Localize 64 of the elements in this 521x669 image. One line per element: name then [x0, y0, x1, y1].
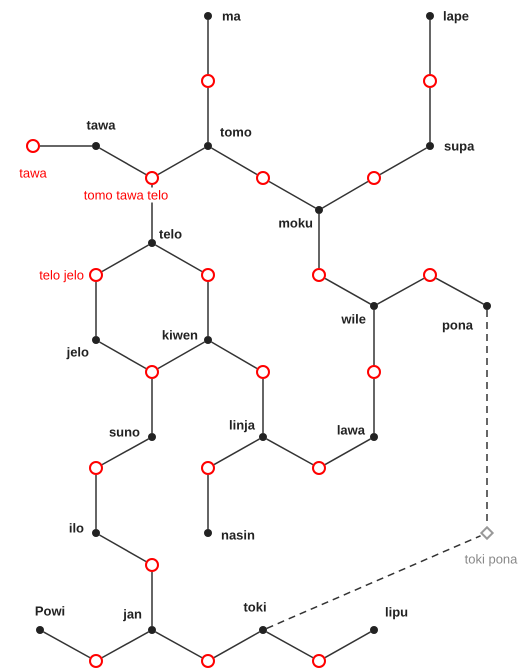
connector-line	[207, 282, 209, 336]
connector-line	[373, 310, 375, 365]
connector-line	[207, 475, 209, 529]
connector-line	[266, 438, 314, 466]
node-label: tawa	[86, 118, 116, 132]
connector-line	[262, 379, 264, 433]
node-label: toki pona	[464, 552, 518, 566]
connector-line	[102, 438, 149, 466]
node-label: tomo tawa telo	[84, 188, 168, 202]
node-label: jelo	[66, 344, 89, 360]
node-label: toki	[243, 600, 267, 614]
connector-line	[324, 438, 371, 466]
connector-line	[436, 278, 484, 305]
node-label: lape	[443, 8, 470, 24]
node-label: ma	[222, 8, 241, 24]
node-label: ilo	[68, 520, 84, 536]
connector-line	[102, 244, 149, 272]
node-label: suno	[108, 424, 140, 440]
connector-line	[99, 534, 146, 562]
connector-line	[40, 145, 92, 147]
connector-line	[155, 631, 202, 658]
connector-line	[373, 379, 375, 433]
connector-line	[429, 20, 431, 74]
connector-line	[151, 379, 153, 433]
connector-line	[324, 278, 371, 305]
node-label: jan	[123, 606, 142, 622]
node-label: nasin	[221, 528, 255, 542]
node-label: supa	[444, 138, 474, 154]
connector-line	[99, 147, 146, 176]
node-label: moku	[278, 216, 313, 230]
connector-line	[429, 88, 431, 142]
node-label: linja	[228, 418, 255, 432]
connector-line	[207, 88, 209, 142]
connector-line	[211, 341, 258, 370]
connector-line	[214, 631, 260, 658]
connector-line	[158, 147, 205, 176]
node-label: lawa	[336, 422, 365, 438]
node-label: pona	[442, 318, 473, 332]
node-label: lipu	[385, 604, 408, 620]
connector-line	[268, 180, 316, 209]
connector-line	[318, 214, 320, 268]
connector-line	[151, 572, 153, 626]
node-label: telo	[159, 226, 182, 242]
connector-line	[99, 341, 146, 370]
connector-line	[43, 631, 90, 658]
connector-line	[211, 147, 258, 176]
node-label: telo jelo	[39, 268, 84, 282]
connector-line	[102, 631, 149, 658]
connector-line	[95, 475, 97, 529]
connector-line	[158, 341, 205, 370]
connector-line	[322, 180, 368, 209]
connector-line	[380, 147, 427, 176]
connector-line	[324, 631, 371, 658]
connector-line	[155, 244, 202, 272]
connector-line	[214, 438, 260, 466]
node-label: Powi	[34, 604, 66, 618]
connector-line	[377, 278, 424, 305]
node-label: wile	[341, 312, 366, 326]
node-label: tomo	[220, 124, 252, 140]
connector-line	[207, 20, 209, 74]
node-label: kiwen	[162, 328, 198, 342]
connector-line	[266, 631, 314, 658]
connector-line	[95, 282, 97, 336]
dashed-connector	[266, 535, 481, 630]
